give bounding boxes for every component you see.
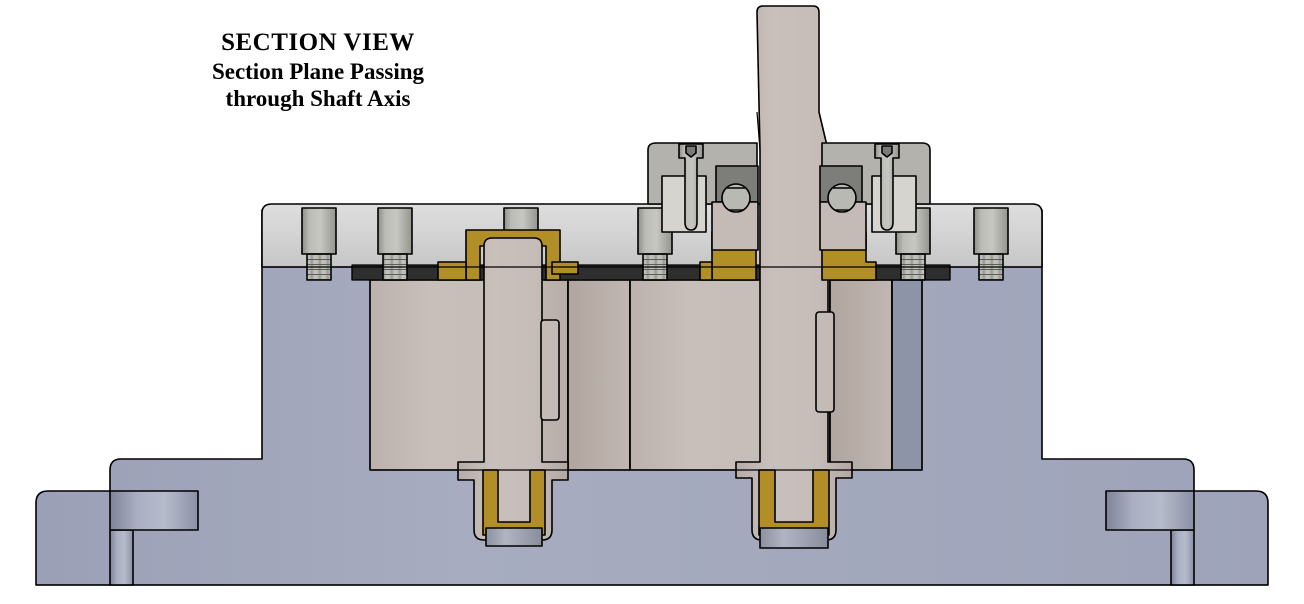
bolt [973, 207, 1009, 281]
edge-detail-lines [36, 266, 1268, 586]
keyway-slot [815, 311, 835, 413]
bolt [301, 207, 337, 281]
keyway-slot [540, 319, 560, 421]
part-bearing-housing [647, 142, 931, 251]
cap-screw [874, 143, 900, 231]
thrust-washer [485, 527, 543, 547]
ball-bearing [721, 183, 751, 213]
part-locating-boss-right [1105, 490, 1195, 586]
cap-screw [678, 143, 704, 231]
bolt [377, 207, 413, 281]
part-idler-shaft [437, 229, 579, 547]
thrust-washer [759, 527, 829, 549]
ball-bearing [827, 183, 857, 213]
